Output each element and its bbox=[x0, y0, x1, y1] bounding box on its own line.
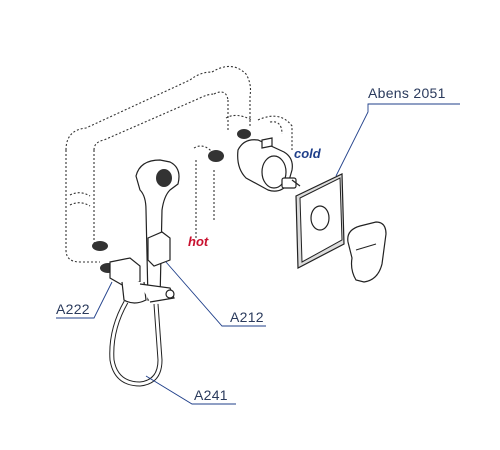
handshower-code-label: A212 bbox=[230, 309, 264, 325]
lever-handle bbox=[347, 221, 387, 283]
cover-plate bbox=[295, 173, 345, 269]
spray-head bbox=[156, 169, 172, 187]
hose-code-label: A241 bbox=[194, 387, 228, 403]
leader-lines bbox=[56, 103, 460, 405]
model-label: Abens 2051 bbox=[368, 85, 446, 101]
shower-hose bbox=[109, 300, 163, 387]
valve-code-label: A222 bbox=[56, 301, 90, 317]
cold-label: cold bbox=[294, 146, 322, 161]
leader-valve bbox=[56, 281, 113, 319]
thread-ring-left-upper bbox=[92, 241, 108, 251]
leader-model bbox=[335, 103, 460, 177]
leader-handshower bbox=[165, 261, 266, 327]
hot-label: hot bbox=[188, 234, 209, 249]
angle-valve bbox=[109, 257, 175, 304]
concealed-pipework bbox=[65, 65, 293, 263]
thread-fittings bbox=[92, 129, 251, 273]
hand-shower bbox=[135, 159, 180, 301]
thread-ring-hot bbox=[208, 150, 224, 162]
leader-hose bbox=[145, 375, 236, 405]
mixer-body bbox=[237, 137, 301, 192]
thread-ring-mixer bbox=[237, 129, 251, 139]
